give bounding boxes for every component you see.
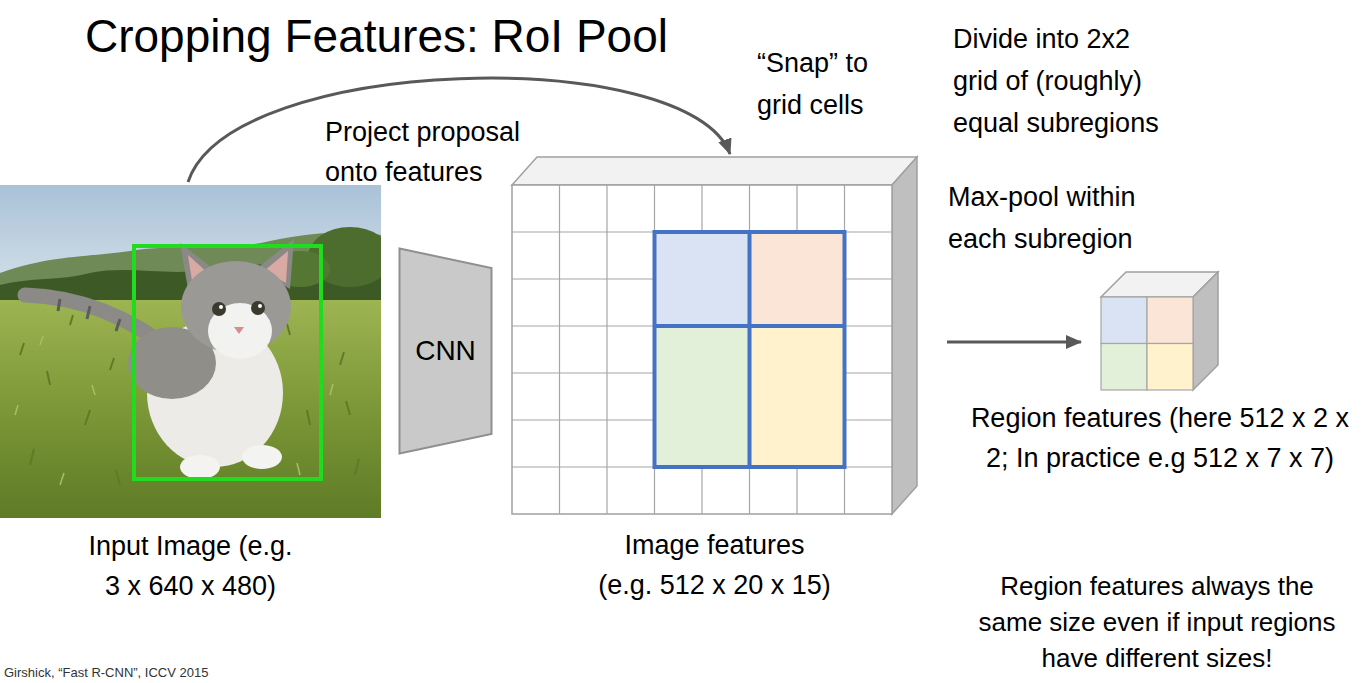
cube-cell bbox=[1147, 297, 1193, 344]
node-caption: Region features (here 512 x 2 x 2; In pr… bbox=[965, 398, 1355, 478]
trapezoid-shape bbox=[400, 249, 492, 454]
feature-map bbox=[512, 157, 917, 514]
kitten-paw bbox=[242, 445, 282, 469]
subregion-cell bbox=[750, 232, 845, 326]
kitten-paw bbox=[180, 455, 220, 479]
node-caption: Image features (e.g. 512 x 20 x 15) bbox=[596, 525, 833, 605]
kitten-eye bbox=[251, 301, 265, 315]
cnn-label: CNN bbox=[415, 334, 476, 368]
kitten-nose bbox=[234, 327, 244, 334]
feature-map-node: Image features (e.g. 512 x 20 x 15) bbox=[512, 157, 917, 605]
citation: Girshick, “Fast R-CNN”, ICCV 2015 bbox=[4, 665, 404, 681]
cnn-block: CNN bbox=[398, 247, 493, 455]
kitten-photo bbox=[0, 185, 381, 518]
note: Region features always the same size eve… bbox=[972, 568, 1342, 676]
node-caption: Input Image (e.g. 3 x 640 x 480) bbox=[83, 526, 298, 606]
subregion-cell bbox=[655, 326, 750, 467]
annotation: “Snap” to grid cells bbox=[757, 42, 897, 126]
input-image: Input Image (e.g. 3 x 640 x 480) bbox=[0, 185, 381, 606]
feature-map-side bbox=[892, 157, 917, 514]
cube-cell bbox=[1101, 297, 1147, 344]
kitten-eye bbox=[212, 302, 226, 316]
slide-title: Cropping Features: RoI Pool bbox=[85, 8, 668, 64]
cube-side bbox=[1193, 272, 1218, 390]
kitten-eye-glint bbox=[219, 305, 223, 309]
snapped-roi-outline bbox=[655, 232, 845, 467]
kitten-tail-stripes bbox=[58, 299, 120, 331]
cube-cell bbox=[1101, 344, 1147, 391]
subregion-cell bbox=[655, 232, 750, 326]
photo-grass-texture bbox=[20, 315, 359, 485]
annotation: Max-pool within each subregion bbox=[948, 176, 1166, 260]
connector-arrow bbox=[947, 341, 1081, 344]
cube-cell bbox=[1147, 344, 1193, 391]
feature-map-top bbox=[512, 157, 917, 185]
subregion-cell bbox=[750, 326, 845, 467]
region-feature-cube bbox=[1101, 272, 1218, 390]
annotation: Divide into 2x2 grid of (roughly) equal … bbox=[953, 18, 1171, 144]
edge-label: Project proposal onto features bbox=[325, 112, 545, 192]
proposal-box bbox=[134, 246, 321, 479]
feature-grid-lines bbox=[512, 185, 892, 514]
kitten-eye-glint bbox=[258, 304, 262, 308]
region-features-node: Region features (here 512 x 2 x 2; In pr… bbox=[1085, 272, 1235, 478]
feature-map-front bbox=[512, 185, 892, 514]
